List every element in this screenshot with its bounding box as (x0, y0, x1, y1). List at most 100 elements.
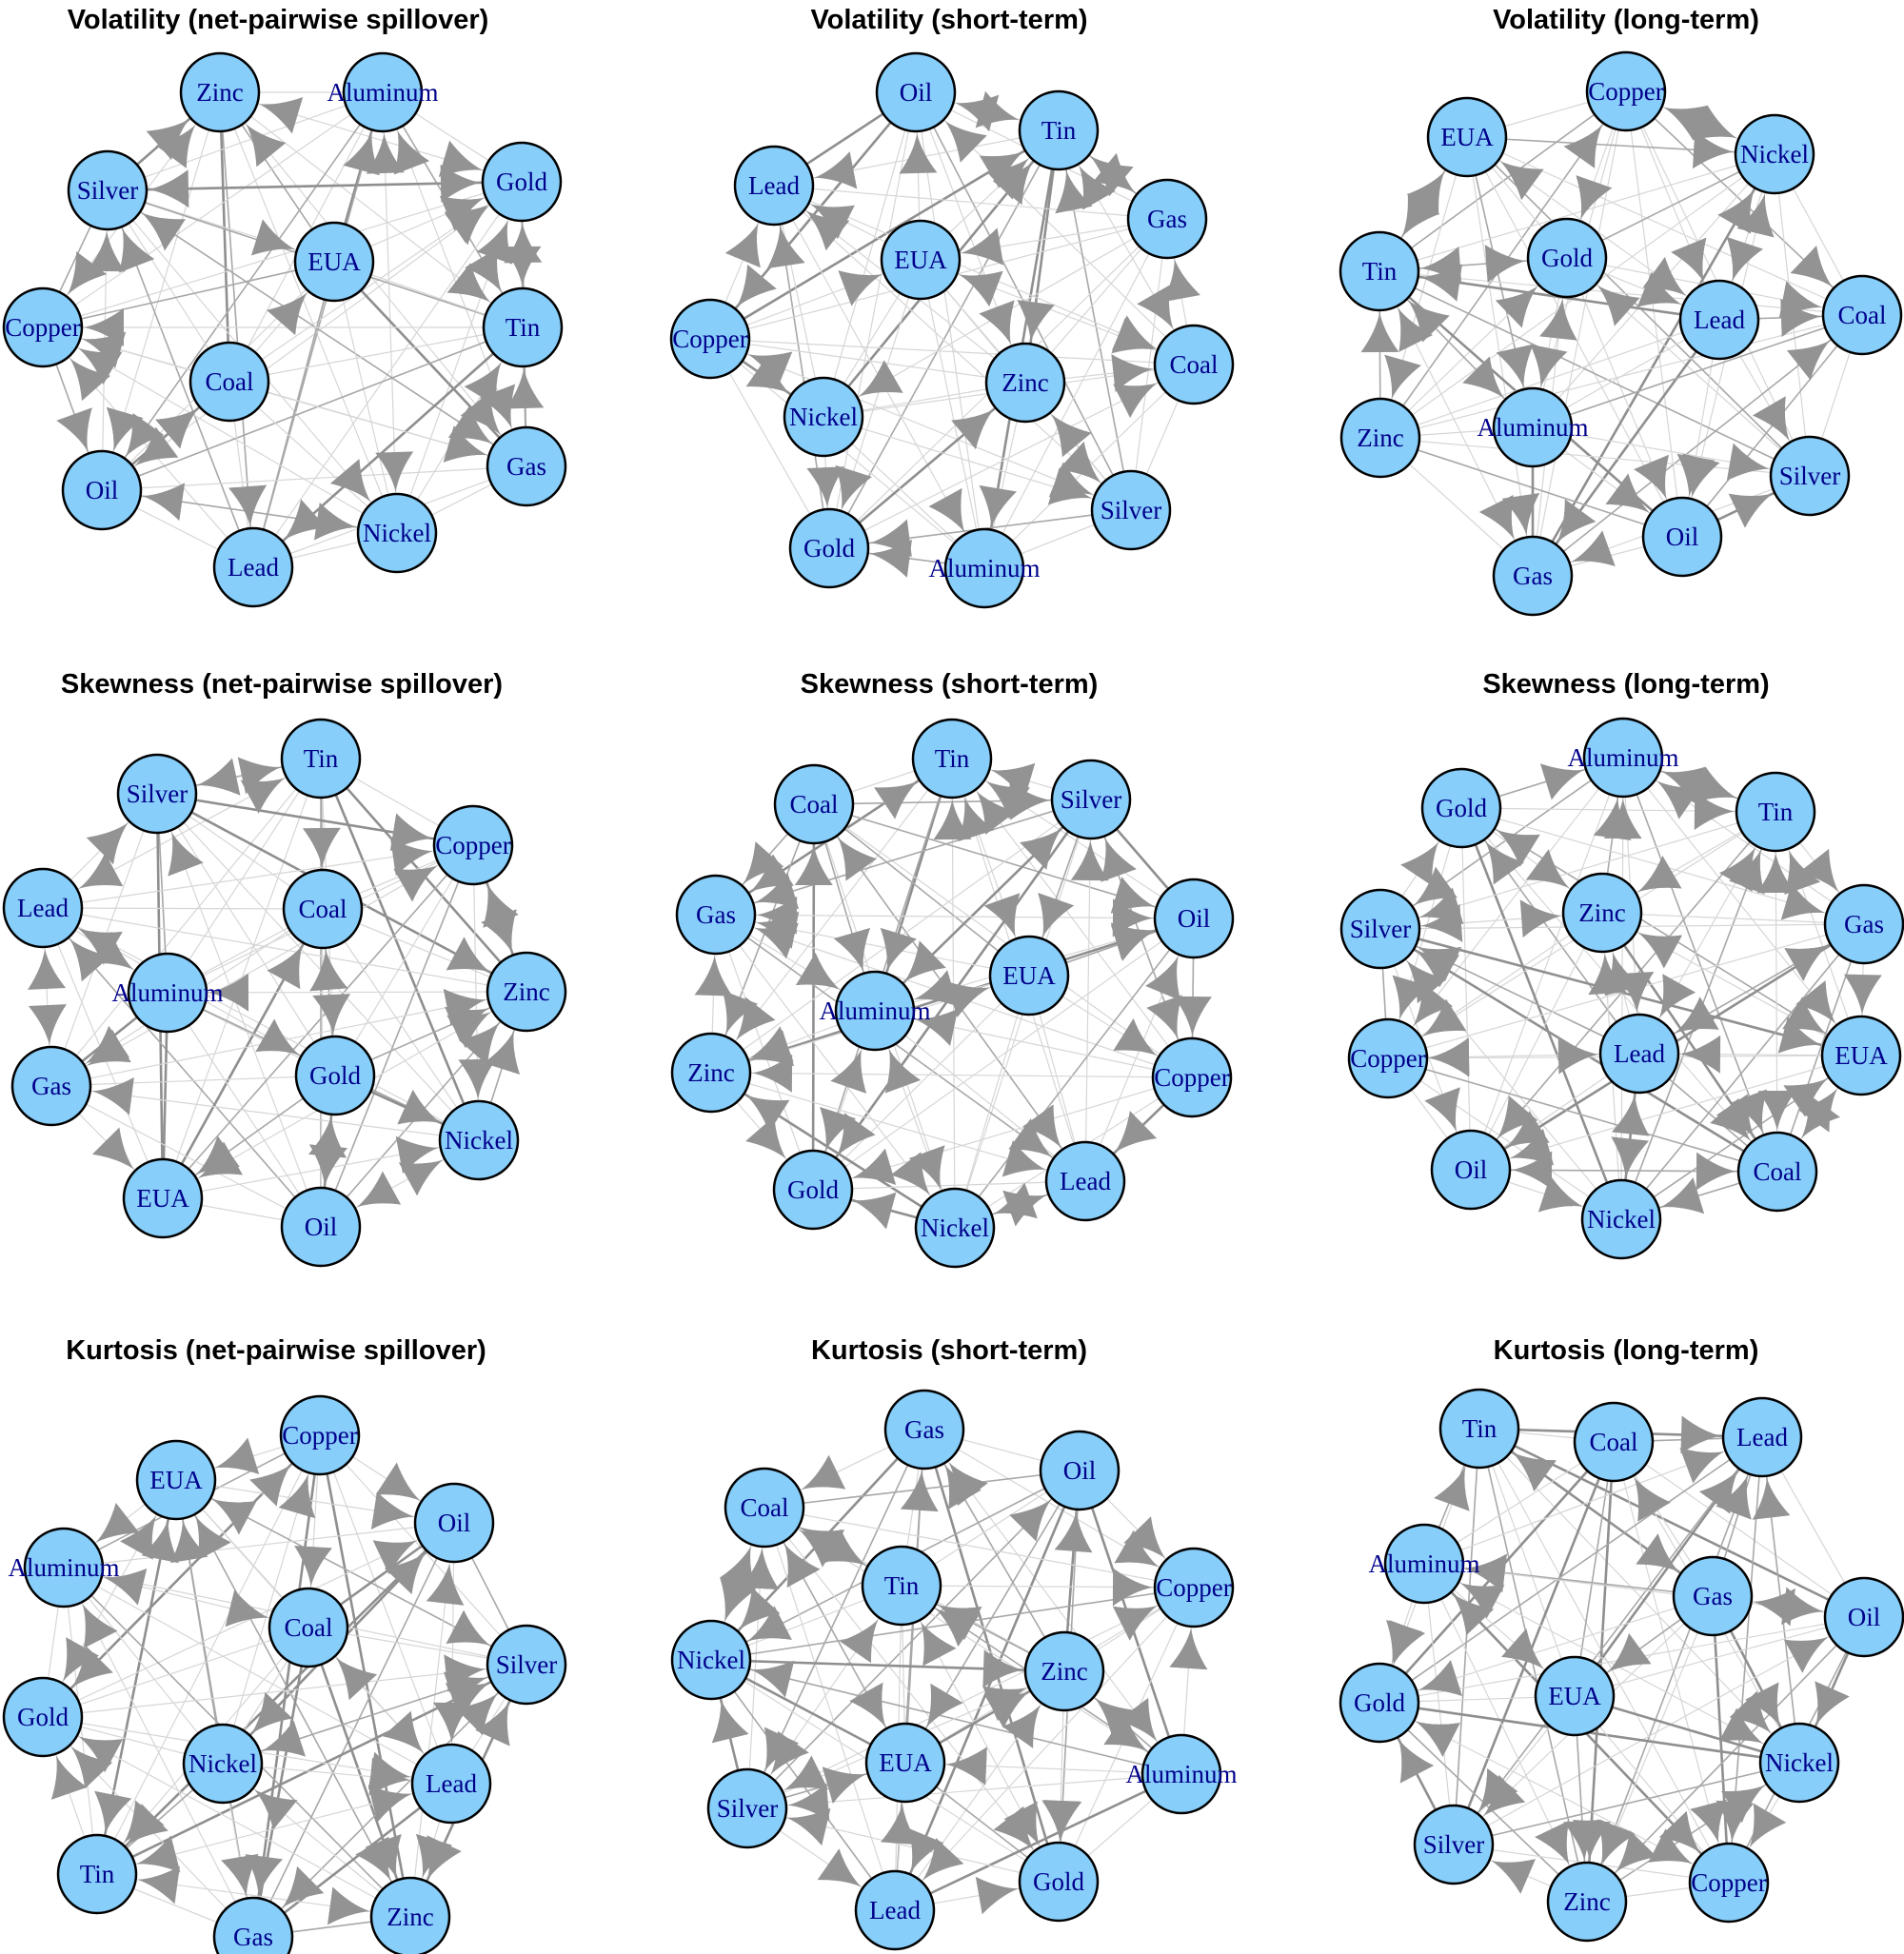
arrowhead-icon (146, 119, 189, 160)
arrowhead-icon (370, 1491, 414, 1530)
arrowhead-icon (197, 758, 241, 796)
arrowhead-icon (1416, 1721, 1460, 1757)
arrowhead-icon (1497, 1095, 1538, 1139)
node-coal: Coal (1821, 274, 1903, 356)
node-label: Aluminum (928, 554, 1040, 582)
arrowhead-icon (355, 1836, 391, 1882)
arrowhead-icon (747, 1606, 792, 1642)
spillover-edge (107, 91, 384, 191)
node-circle (1823, 883, 1904, 965)
arrowhead-icon (945, 1747, 987, 1786)
arrowhead-icon (267, 292, 307, 336)
arrowhead-icon (426, 1835, 462, 1880)
node-circle (268, 1587, 349, 1668)
arrowhead-icon (142, 483, 185, 522)
panel-title: Volatility (short-term) (810, 5, 1087, 35)
arrowhead-icon (1406, 171, 1445, 216)
arrowhead-icon (1611, 1094, 1650, 1136)
node-silver: Silver (1090, 469, 1172, 551)
arrowhead-icon (750, 1660, 795, 1698)
arrowhead-icon (1637, 932, 1683, 969)
node-gas: Gas (1823, 883, 1904, 965)
node-circle (2, 286, 84, 368)
node-circle (670, 1619, 752, 1701)
arrowhead-icon (945, 980, 990, 1017)
node-circle (1573, 1401, 1655, 1483)
spillover-edge (1459, 807, 1623, 1220)
node-label: EUA (149, 1466, 203, 1494)
node-circle (1821, 274, 1903, 356)
node-oil: Oil (1823, 1576, 1904, 1658)
arrowhead-icon (1113, 1017, 1158, 1056)
node-label: Tin (304, 744, 339, 773)
arrowhead-icon (1634, 454, 1670, 500)
arrowhead-icon (225, 1589, 269, 1628)
arrowhead-icon (1054, 1510, 1093, 1553)
arrowhead-icon (1757, 1090, 1796, 1132)
node-label: Gold (17, 1703, 69, 1731)
spillover-edge (96, 1522, 455, 1875)
spillover-edge (1470, 912, 1603, 1171)
node-circle (122, 1157, 204, 1239)
node-silver: Silver (706, 1767, 788, 1849)
arrowhead-icon (1079, 166, 1116, 210)
node-silver: Silver (1769, 435, 1851, 517)
node-circle (1339, 888, 1421, 970)
arrowhead-icon (852, 1148, 897, 1186)
spillover-edge (1387, 1057, 1778, 1173)
spillover-edge (252, 261, 335, 568)
node-label: Lead (1060, 1167, 1111, 1195)
spillover-edge (1470, 757, 1624, 1171)
node-circle (1546, 1861, 1628, 1943)
spillover-edge (156, 793, 336, 1076)
arrowhead-icon (1415, 950, 1459, 988)
node-label: EUA (1835, 1041, 1888, 1070)
arrowhead-icon (1017, 300, 1055, 343)
arrowhead-icon (1495, 286, 1538, 328)
node-circle (864, 1722, 946, 1804)
node-label: Zinc (1041, 1657, 1087, 1686)
node-label: Tin (506, 313, 541, 342)
node-lead: Lead (1721, 1396, 1803, 1478)
arrowhead-icon (393, 130, 430, 175)
node-label: Silver (1101, 496, 1162, 524)
arrowhead-icon (212, 1499, 257, 1535)
spillover-edge (1378, 1436, 1763, 1704)
arrowhead-icon (722, 990, 759, 1035)
node-copper: Copper (669, 298, 751, 380)
node-label: Nickel (188, 1749, 257, 1778)
arrowhead-icon (50, 1755, 88, 1800)
arrowhead-icon (1539, 298, 1577, 341)
node-circle (1023, 1630, 1105, 1712)
node-circle (834, 970, 916, 1052)
arrowhead-icon (246, 124, 287, 168)
node-copper: Copper (1151, 1036, 1233, 1118)
node-label: Aluminum (327, 78, 438, 107)
arrowhead-icon (245, 1854, 284, 1897)
node-circle (1438, 1388, 1520, 1470)
arrowhead-icon (741, 1548, 780, 1589)
node-label: Lead (1694, 306, 1745, 334)
arrowhead-icon (1464, 1553, 1507, 1592)
node-nickel: Nickel (1734, 113, 1815, 195)
node-aluminum: Aluminum (1125, 1733, 1238, 1815)
node-circle (1039, 1430, 1121, 1511)
arrowhead-icon (312, 994, 351, 1036)
arrowhead-icon (1576, 175, 1613, 220)
node-gas: Gas (883, 1389, 965, 1470)
arrowhead-icon (1051, 414, 1092, 458)
spillover-edge (42, 1627, 309, 1718)
spillover-edge (219, 91, 398, 534)
arrowhead-icon (141, 212, 186, 251)
node-label: Gold (803, 534, 856, 563)
node-circle (1018, 1841, 1100, 1923)
node-coal: Coal (1736, 1131, 1818, 1213)
arrowhead-icon (1535, 1820, 1570, 1865)
arrowhead-icon (1693, 766, 1737, 803)
node-circle (1688, 1842, 1770, 1924)
node-circle (1534, 1655, 1616, 1737)
arrowhead-icon (1505, 1111, 1550, 1149)
